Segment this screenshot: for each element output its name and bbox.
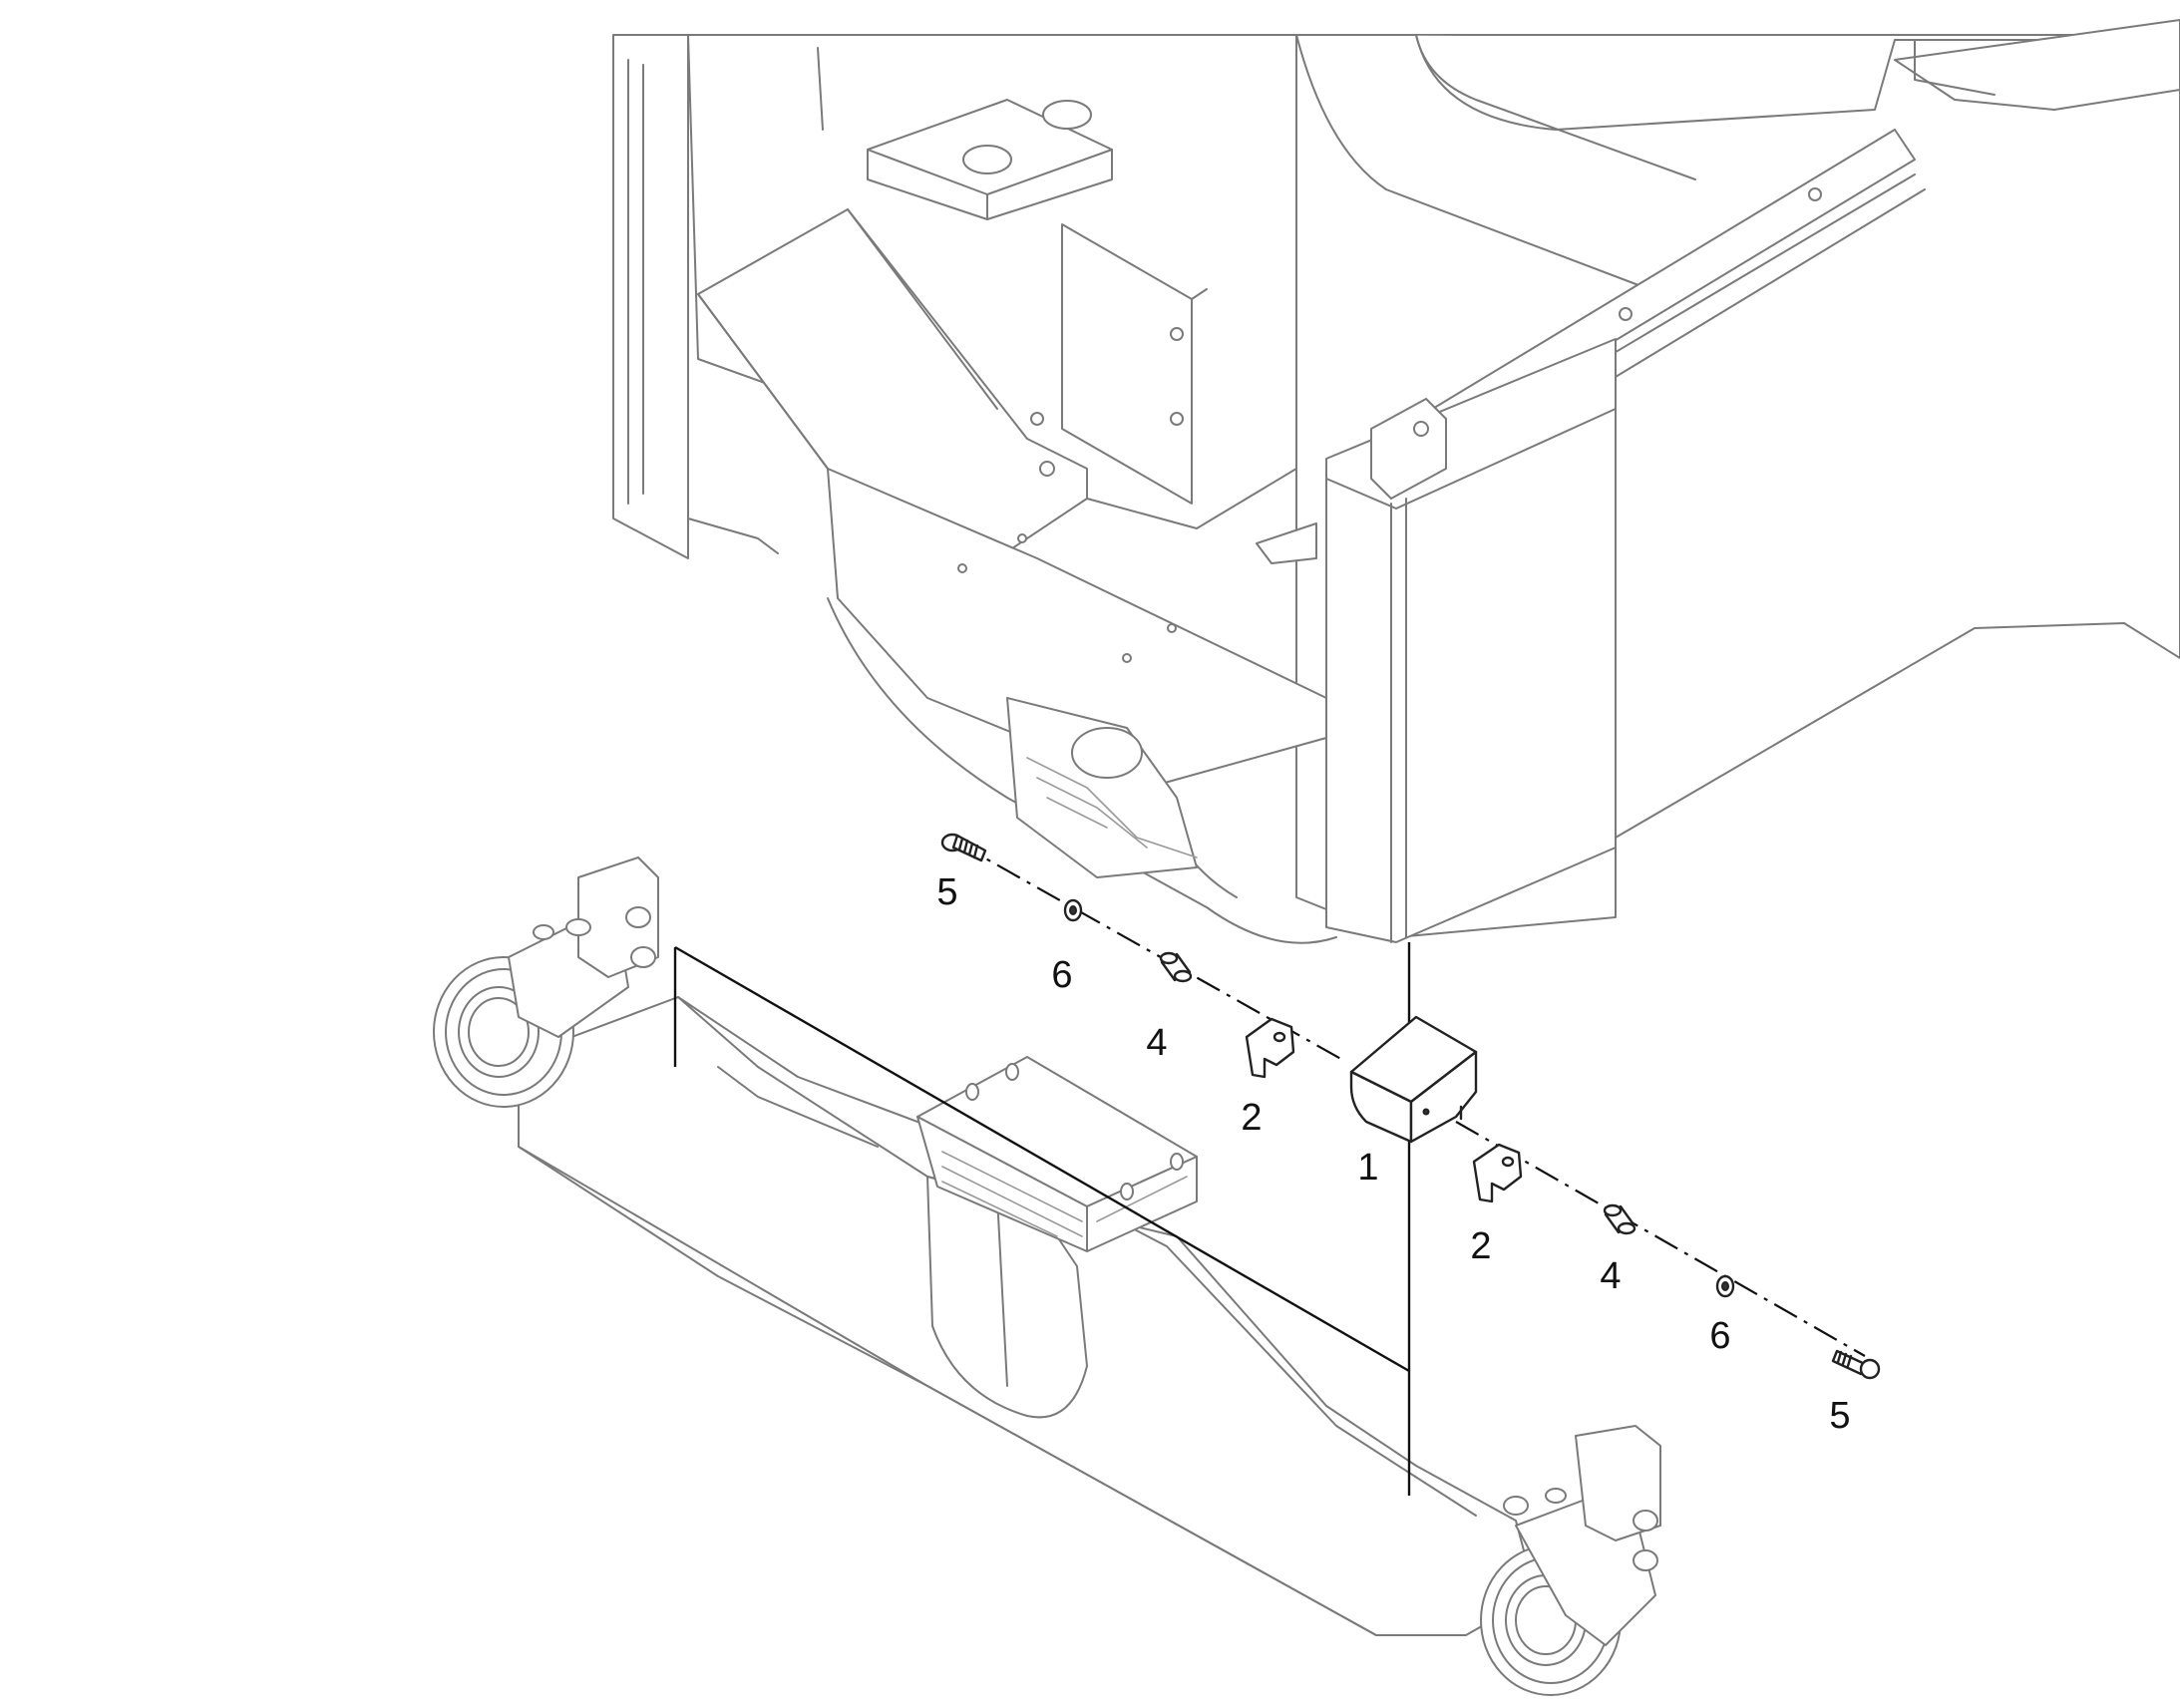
part-bolt-right — [1831, 1349, 1881, 1380]
part-box — [1349, 1015, 1478, 1144]
callout-1: 1 — [1357, 1147, 1378, 1189]
part-sleeve-right — [1603, 1203, 1636, 1235]
axle-assembly — [433, 856, 1661, 1696]
callout-2-right: 2 — [1470, 1225, 1491, 1267]
chassis-frame — [612, 19, 2180, 944]
part-washer-left — [1063, 898, 1083, 922]
callout-6-left: 6 — [1051, 954, 1072, 996]
callout-2-left: 2 — [1241, 1097, 1262, 1139]
callout-5-right: 5 — [1829, 1395, 1850, 1437]
callout-4-right: 4 — [1600, 1255, 1621, 1297]
callout-labels: 5 6 4 2 1 2 4 6 5 — [936, 871, 1850, 1437]
callout-6-right: 6 — [1709, 1315, 1730, 1357]
callout-4-left: 4 — [1146, 1022, 1167, 1064]
part-bolt-left — [940, 833, 987, 862]
part-bracket-left — [1245, 1017, 1295, 1079]
part-sleeve-left — [1159, 951, 1193, 983]
callout-5-left: 5 — [936, 871, 957, 913]
part-washer-right — [1715, 1274, 1735, 1298]
part-bracket-right — [1472, 1143, 1523, 1203]
